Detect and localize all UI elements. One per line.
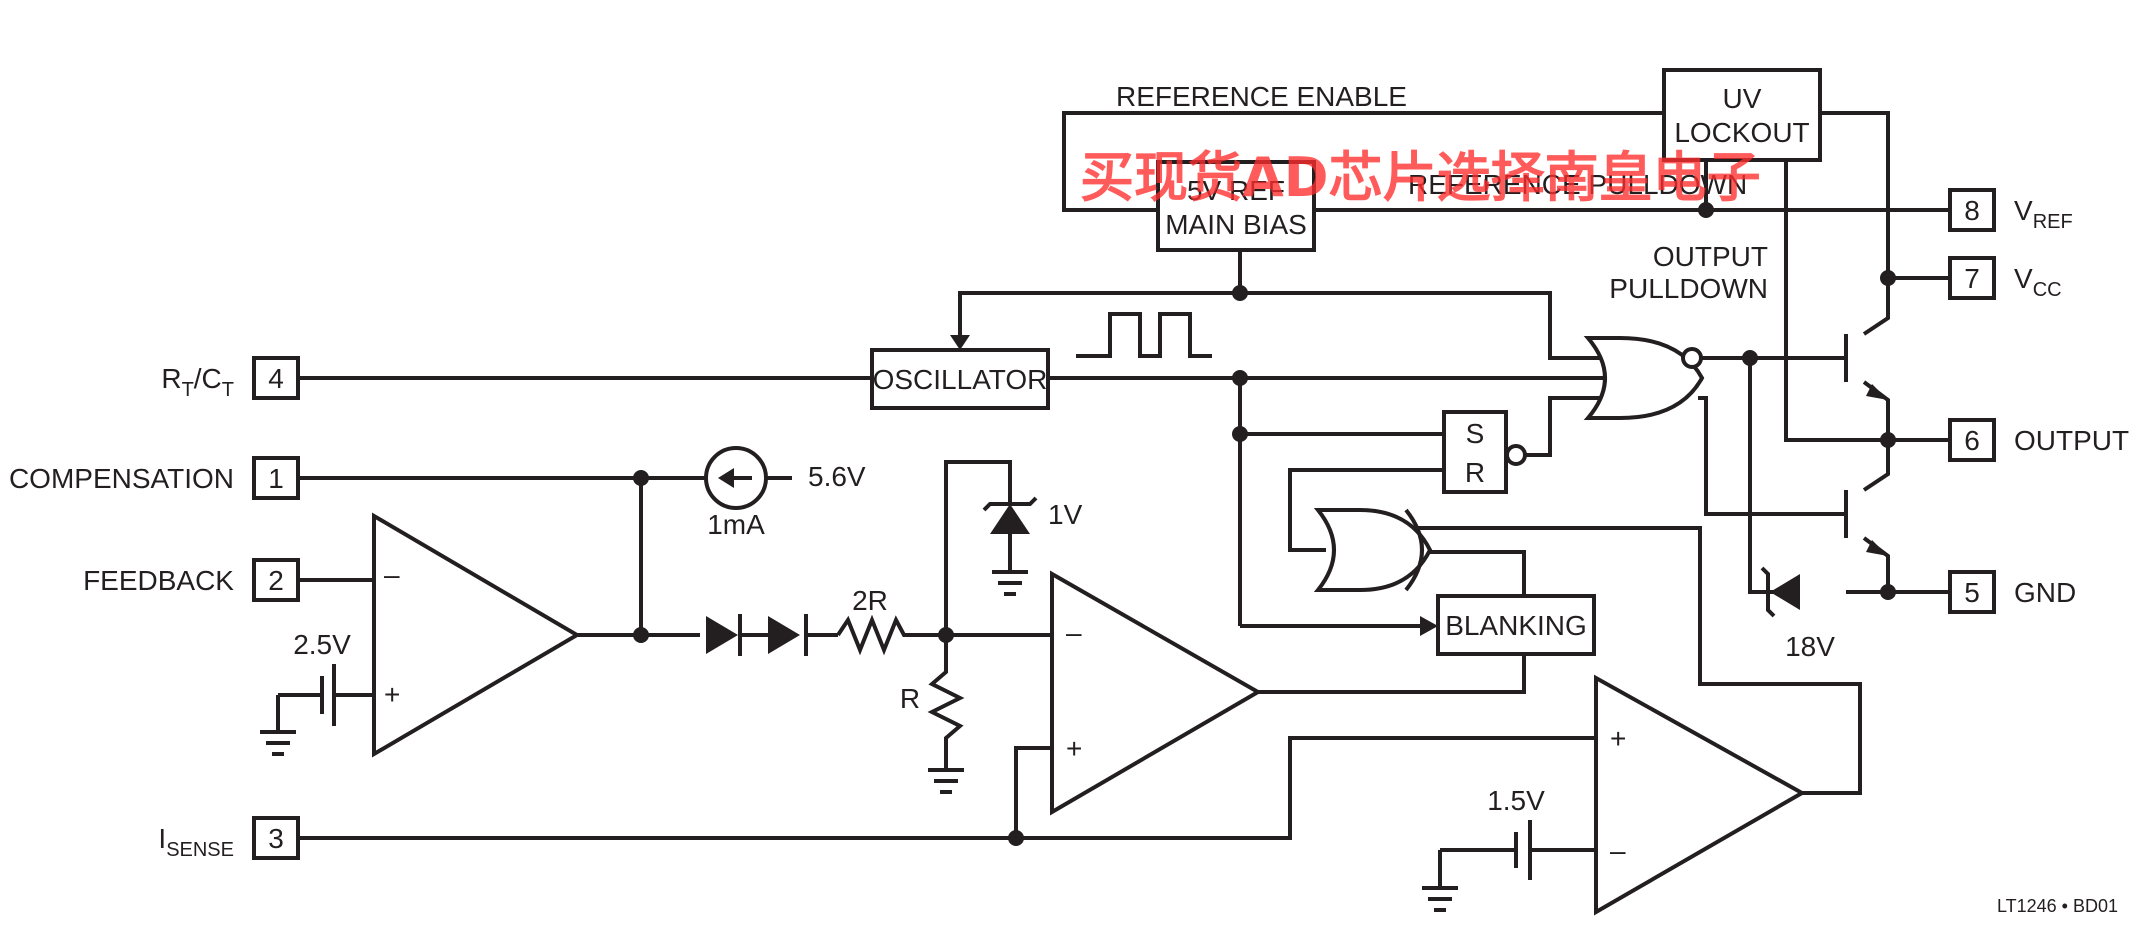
junction-dots	[633, 202, 1896, 846]
block-label: LOCKOUT	[1674, 117, 1809, 148]
pin-label: VCC	[2014, 263, 2062, 301]
overcurrent-comparator: + –	[1594, 674, 1807, 916]
pin-box	[1948, 188, 1996, 232]
pin-number: 5	[1964, 577, 1980, 608]
amp-plus-label: +	[384, 679, 400, 710]
resistor-r-label: R	[900, 683, 920, 714]
wires	[260, 111, 1950, 912]
pin-number: 6	[1964, 425, 1980, 456]
block-label: OSCILLATOR	[873, 364, 1048, 395]
output-transistor-upper	[1844, 334, 1888, 400]
pin-box	[1948, 256, 1996, 300]
pin-number: 2	[268, 565, 284, 596]
reference-enable-label: REFERENCE ENABLE	[1116, 81, 1407, 112]
latch-s-label: S	[1466, 418, 1485, 449]
block-label: UV	[1723, 83, 1762, 114]
current-source-1ma	[704, 446, 768, 510]
sr-latch: S R	[1442, 410, 1527, 494]
pin-number: 8	[1964, 195, 1980, 226]
block-label: 5V REF	[1187, 175, 1285, 206]
pin-number: 4	[268, 363, 284, 394]
pin-box	[252, 356, 300, 400]
battery-2v5	[320, 664, 336, 726]
figure-id: LT1246 • BD01	[1997, 896, 2118, 916]
clock-waveform	[1076, 312, 1212, 358]
reference-pulldown-label: REFERENCE PULLDOWN	[1408, 169, 1747, 200]
pin-number: 7	[1964, 263, 1980, 294]
pin-label: VREF	[2014, 195, 2073, 233]
current-source-voltage-label: 5.6V	[808, 461, 866, 492]
pin-gnd: 5 GND	[1948, 570, 2076, 614]
output-pulldown-label: PULLDOWN	[1609, 273, 1768, 304]
zener-1v-label: 1V	[1048, 499, 1083, 530]
pin-feedback: 2 FEEDBACK	[83, 558, 300, 602]
output-transistor-lower	[1844, 490, 1888, 556]
pin-number: 1	[268, 463, 284, 494]
amp-plus-label: +	[1066, 733, 1082, 764]
amp-minus-label: –	[384, 559, 400, 590]
pin-box	[252, 558, 300, 602]
blanking-block: BLANKING	[1436, 594, 1596, 656]
ref-bias-block: 5V REF MAIN BIAS	[1156, 160, 1316, 252]
latch-r-label: R	[1465, 457, 1485, 488]
error-amplifier: – +	[372, 512, 581, 758]
ref-1v5-label: 1.5V	[1487, 785, 1545, 816]
pin-box	[1948, 418, 1996, 462]
zener-18v-label: 18V	[1785, 631, 1835, 662]
pin-label: COMPENSATION	[9, 463, 234, 494]
pin-vref: 8 VREF	[1948, 188, 2073, 233]
uv-lockout-block: UV LOCKOUT	[1662, 68, 1822, 162]
pin-isense: 3 ISENSE	[158, 816, 300, 861]
pin-label: FEEDBACK	[83, 565, 234, 596]
pin-label: GND	[2014, 577, 2076, 608]
pin-box	[252, 816, 300, 860]
pin-box	[1948, 570, 1996, 614]
nor-gate	[1583, 336, 1705, 420]
pin-vcc: 7 VCC	[1948, 256, 2062, 301]
pin-rtct: 4 RT/CT	[161, 356, 300, 401]
amp-plus-label: +	[1610, 723, 1626, 754]
battery-1v5	[1514, 820, 1532, 880]
inverter-bubble	[1505, 444, 1527, 466]
current-source-current-label: 1mA	[707, 509, 765, 540]
watermark-text: 买现货AD芯片选择南皇电子	[1080, 146, 1761, 209]
zener-1v	[982, 496, 1038, 534]
current-sense-comparator: – +	[1050, 570, 1262, 816]
oscillator-block: OSCILLATOR	[870, 348, 1050, 410]
pin-output: 6 OUTPUT	[1948, 418, 2129, 462]
pin-number: 3	[268, 823, 284, 854]
pin-label: ISENSE	[158, 823, 234, 861]
nor-bubble	[1681, 347, 1703, 369]
resistor-2r-label: 2R	[852, 585, 888, 616]
block-label: MAIN BIAS	[1165, 209, 1307, 240]
diode-pair	[706, 614, 808, 656]
ref-2v5-label: 2.5V	[293, 629, 351, 660]
block-label: BLANKING	[1445, 610, 1587, 641]
pin-label: RT/CT	[161, 363, 234, 401]
amp-minus-label: –	[1066, 617, 1082, 648]
or-gate	[1313, 508, 1433, 592]
pin-box	[252, 456, 300, 500]
amp-minus-label: –	[1610, 835, 1626, 866]
zener-18v	[1748, 518, 1800, 618]
output-pulldown-label: OUTPUT	[1653, 241, 1768, 272]
pin-compensation: 1 COMPENSATION	[9, 456, 300, 500]
pin-label: OUTPUT	[2014, 425, 2129, 456]
